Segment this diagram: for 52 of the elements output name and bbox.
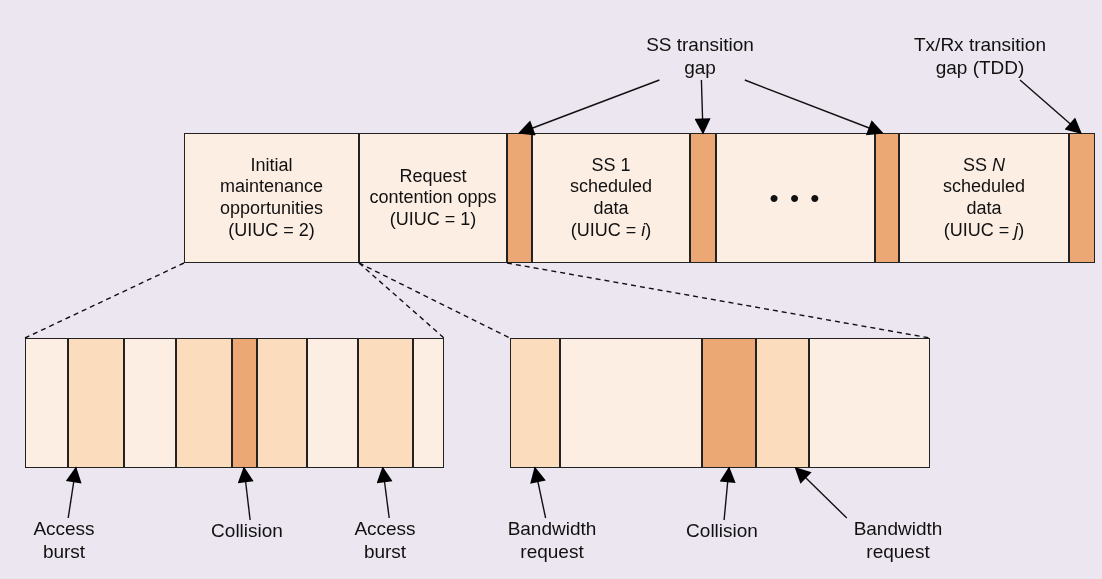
slot-bar	[412, 337, 444, 468]
slot-label: SS 1 scheduled data (UIUC = i)	[568, 154, 654, 242]
slot-bar	[256, 337, 307, 468]
slot-bar	[357, 337, 413, 468]
arrow	[237, 466, 254, 521]
callout-text: SS transition gap	[630, 34, 770, 80]
callout-text: Collision	[195, 520, 299, 543]
frame-strip	[25, 338, 444, 468]
callout-text: Access burst	[343, 518, 427, 564]
frame-strip	[510, 338, 930, 468]
callout-text: Bandwidth request	[488, 518, 616, 564]
arrow	[518, 79, 661, 136]
frame-slot	[899, 133, 1069, 263]
zoom-line	[506, 262, 931, 339]
arrow	[65, 466, 82, 519]
slot-bar	[690, 133, 716, 263]
zoom-line	[358, 262, 511, 339]
frame-slot	[359, 133, 507, 263]
slot-bar	[231, 337, 257, 468]
arrow	[376, 466, 393, 519]
frame-slot	[532, 133, 690, 263]
arrow	[1019, 79, 1082, 135]
callout-text: Collision	[670, 520, 774, 543]
slot-bar	[306, 337, 358, 468]
callout-text: Bandwidth request	[834, 518, 962, 564]
slot-bar	[875, 133, 899, 263]
callout-text: Tx/Rx transition gap (TDD)	[900, 34, 1060, 80]
ellipsis-text: • • •	[769, 182, 822, 214]
zoom-line	[24, 262, 185, 339]
arrow	[794, 466, 848, 519]
arrow	[694, 79, 711, 135]
arrow	[530, 466, 547, 519]
slot-label: Initial maintenance opportunities (UIUC = 2)	[218, 154, 325, 242]
arrow	[719, 466, 736, 521]
arrow	[744, 79, 884, 136]
slot-bar	[1069, 133, 1095, 263]
slot-bar	[67, 337, 124, 468]
slot-bar	[559, 337, 702, 468]
frame-slot	[184, 133, 359, 263]
slot-bar	[509, 337, 560, 468]
slot-bar	[808, 337, 930, 468]
zoom-line	[358, 262, 445, 339]
callout-text: Access burst	[22, 518, 106, 564]
frame-slot	[716, 133, 875, 263]
slot-label: SS N scheduled data (UIUC = j)	[941, 154, 1027, 242]
slot-bar	[755, 337, 809, 468]
slot-bar	[24, 337, 68, 468]
slot-bar	[507, 133, 532, 263]
slot-bar	[123, 337, 176, 468]
slot-label: Request contention opps (UIUC = 1)	[368, 165, 498, 231]
slot-bar	[701, 337, 756, 468]
slot-bar	[175, 337, 232, 468]
